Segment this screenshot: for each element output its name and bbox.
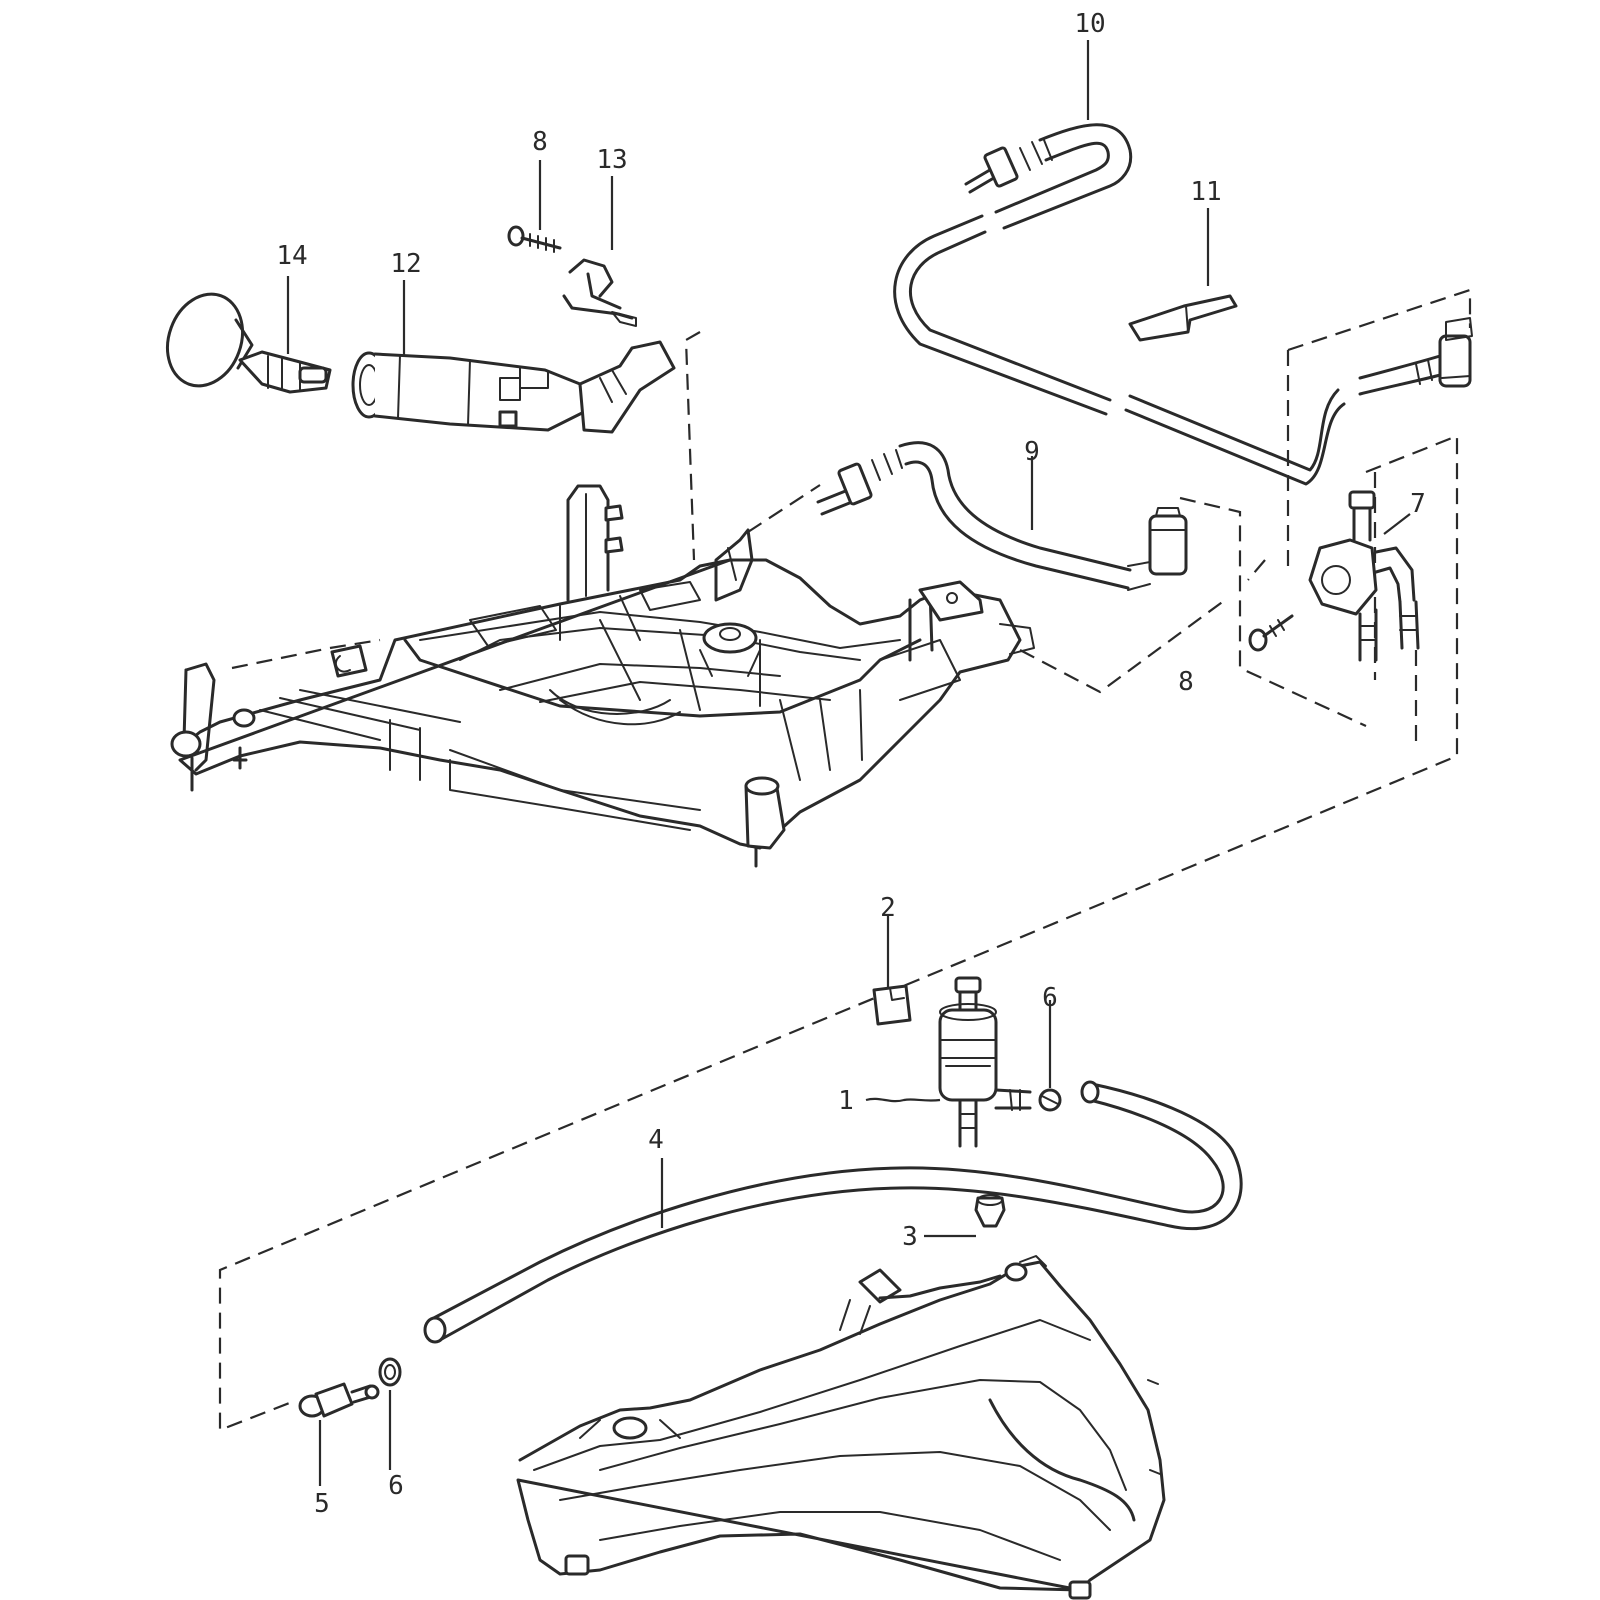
callout-7: 7 bbox=[1410, 489, 1426, 519]
callout-1: 1 bbox=[838, 1086, 854, 1116]
callout-13: 13 bbox=[596, 145, 627, 175]
assembly-guide-lines bbox=[218, 288, 1472, 1432]
hose-lower bbox=[423, 1080, 1243, 1344]
inlet-fitting-lower bbox=[298, 1382, 380, 1418]
grommet bbox=[974, 1194, 1006, 1228]
callout-10: 10 bbox=[1074, 9, 1105, 39]
callout-11: 11 bbox=[1190, 177, 1221, 207]
callout-6-lower: 6 bbox=[388, 1471, 404, 1501]
hose-clamp-upper bbox=[1038, 1088, 1062, 1112]
callout-8-lower: 8 bbox=[1178, 667, 1194, 697]
callout-6-upper: 6 bbox=[1042, 983, 1058, 1013]
callout-14: 14 bbox=[276, 241, 307, 271]
callout-8-upper: 8 bbox=[532, 127, 548, 157]
callout-2: 2 bbox=[880, 893, 896, 923]
callout-5: 5 bbox=[314, 1489, 330, 1519]
nozzle-cylinder bbox=[351, 340, 676, 434]
screw-upper bbox=[507, 225, 562, 253]
small-bracket bbox=[1128, 294, 1238, 342]
callout-9: 9 bbox=[1024, 437, 1040, 467]
carrier-frame bbox=[170, 484, 1035, 868]
hose-upper bbox=[893, 123, 1473, 486]
callout-leaders bbox=[286, 40, 1411, 1486]
callout-labels: 1 2 3 4 5 6 6 7 8 8 9 10 11 12 13 14 bbox=[276, 9, 1425, 1519]
callout-3: 3 bbox=[902, 1222, 918, 1252]
callout-12: 12 bbox=[390, 249, 421, 279]
callout-4: 4 bbox=[648, 1125, 664, 1155]
pump-clip bbox=[872, 984, 912, 1026]
washer-nozzle-cap bbox=[166, 292, 332, 394]
washer-reservoir bbox=[516, 1255, 1166, 1600]
hose-clamp-lower bbox=[378, 1357, 402, 1387]
hose-middle bbox=[816, 441, 1188, 591]
distributor-valve bbox=[1248, 490, 1420, 662]
hose-bracket-clip bbox=[562, 258, 637, 327]
washer-pump bbox=[938, 976, 1032, 1148]
